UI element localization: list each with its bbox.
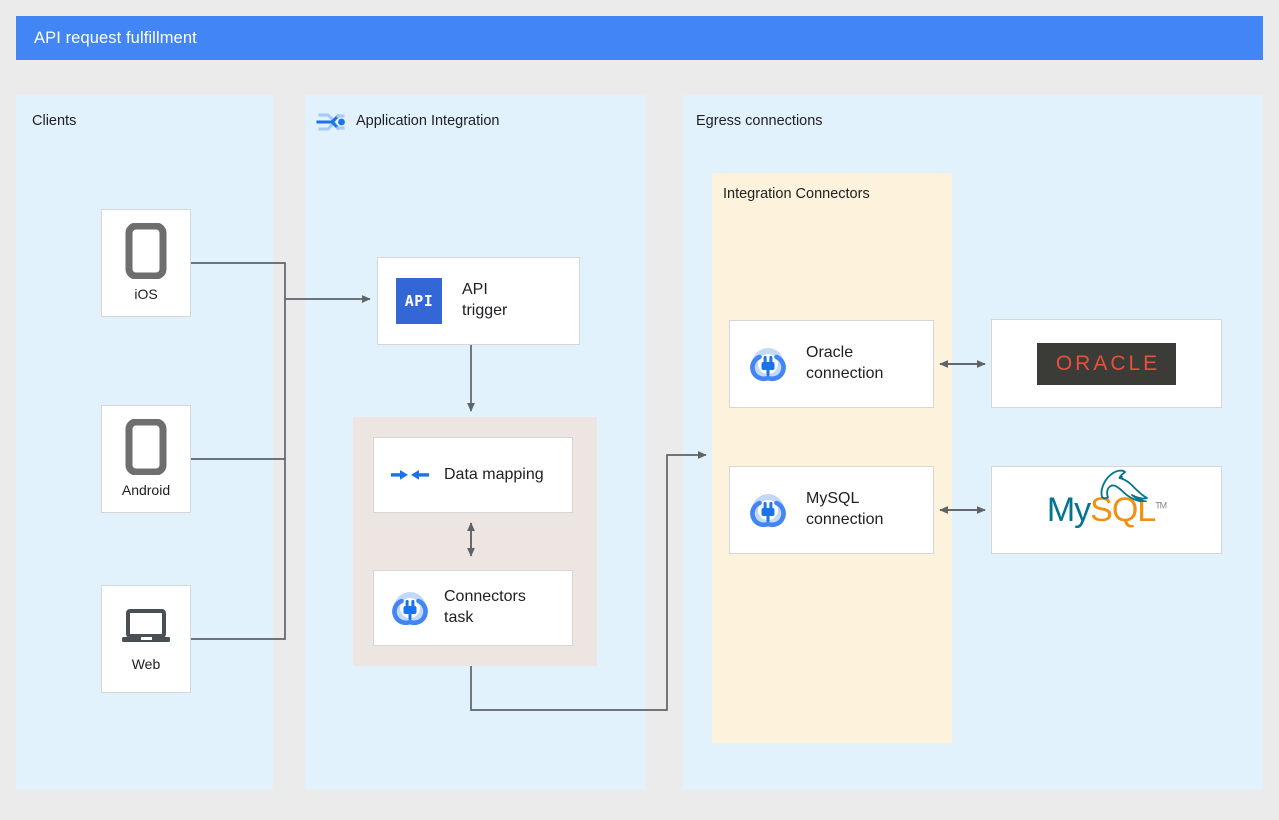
page-title: API request fulfillment [34, 28, 197, 47]
client-card-web[interactable]: Web [101, 585, 191, 693]
connector-plug-icon [742, 345, 794, 383]
node-label-api-trigger: API trigger [462, 281, 508, 319]
client-label-ios: iOS [134, 285, 158, 302]
api-icon-text: API [404, 292, 434, 310]
subpanel-integration-connectors [712, 173, 952, 743]
oracle-logo: ORACLE [992, 320, 1221, 407]
backend-card-mysql[interactable]: MySQLTM [991, 466, 1222, 554]
client-card-android[interactable]: Android [101, 405, 191, 513]
mysql-logo: MySQLTM [992, 467, 1221, 553]
node-card-data-mapping[interactable]: Data mapping [373, 437, 573, 513]
client-card-ios[interactable]: iOS [101, 209, 191, 317]
subpanel-label-integration-connectors: Integration Connectors [723, 186, 870, 202]
connector-plug-icon [742, 491, 794, 529]
node-card-connectors-task[interactable]: Connectors task [373, 570, 573, 646]
node-label-data-mapping: Data mapping [444, 465, 544, 483]
phone-icon [125, 222, 167, 279]
connection-label-mysql: MySQL connection [806, 490, 884, 528]
client-label-android: Android [121, 481, 171, 498]
panel-label-clients: Clients [32, 113, 77, 129]
application-integration-icon [316, 107, 346, 137]
connection-label-oracle: Oracle connection [806, 344, 884, 382]
connection-card-oracle[interactable]: Oracle connection [729, 320, 934, 408]
panel-label-egress-connections: Egress connections [696, 113, 823, 129]
mysql-logo-text-primary: My [1046, 491, 1091, 529]
api-icon: API [390, 278, 448, 324]
connector-plug-icon [384, 589, 436, 627]
node-label-connectors-task: Connectors task [444, 588, 526, 626]
laptop-icon [119, 605, 173, 651]
connection-card-mysql[interactable]: MySQL connection [729, 466, 934, 554]
panel-label-application-integration: Application Integration [356, 113, 500, 129]
phone-icon [125, 418, 167, 475]
backend-card-oracle[interactable]: ORACLE [991, 319, 1222, 408]
node-card-api-trigger[interactable]: API API trigger [377, 257, 580, 345]
diagram-title-bar: API request fulfillment [16, 16, 1263, 60]
client-label-web: Web [131, 655, 161, 672]
mysql-logo-trademark: TM [1155, 500, 1167, 511]
data-mapping-icon [384, 461, 436, 489]
mysql-dolphin-icon [1100, 469, 1149, 502]
oracle-logo-text: ORACLE [1036, 342, 1177, 385]
